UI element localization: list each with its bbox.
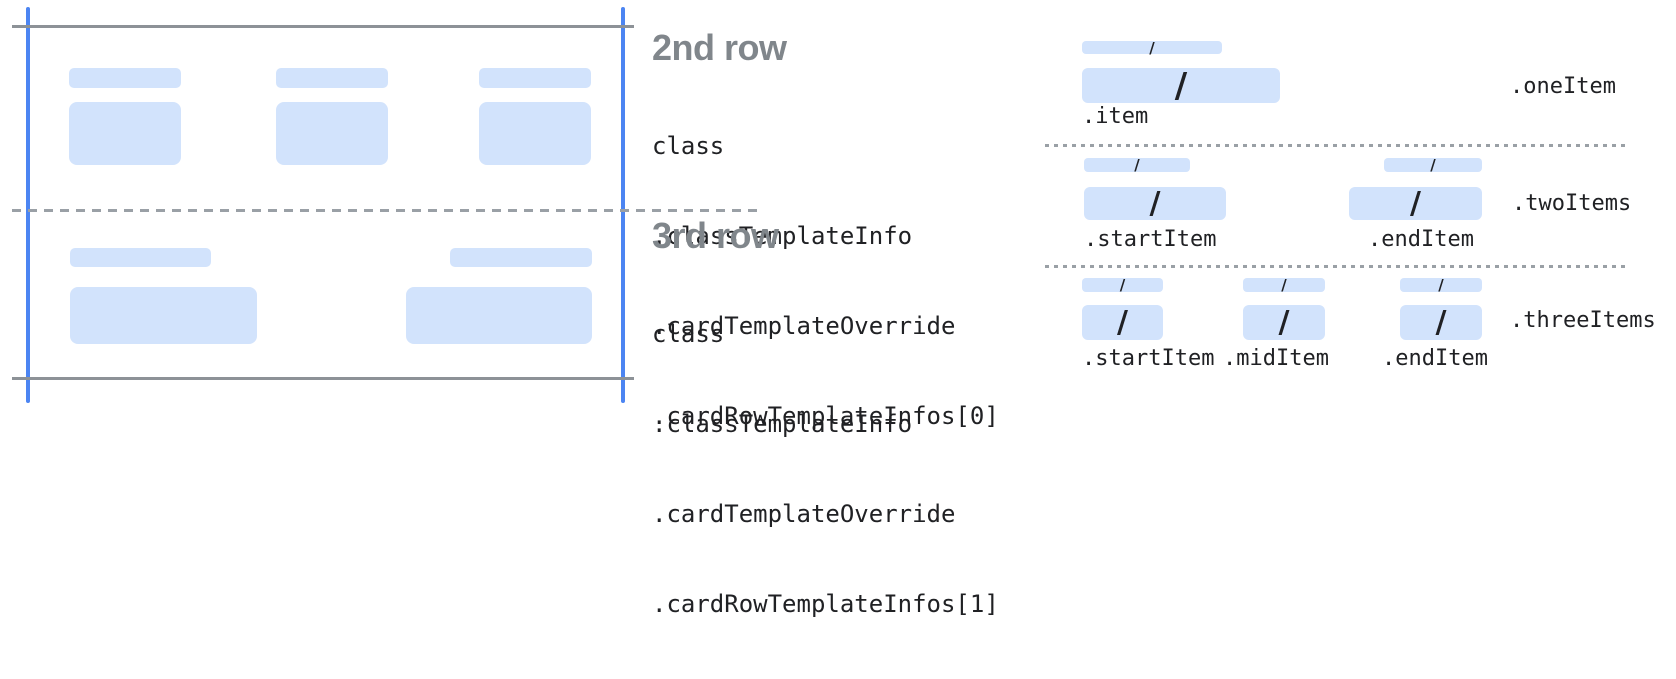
row3-code-path: class .classTemplateInfo .cardTemplateOv… [652, 259, 999, 679]
code-line: .cardTemplateOverride [652, 500, 956, 528]
row-divider-dashed-line [12, 209, 758, 212]
field-value-placeholder [479, 102, 591, 165]
start-item-value-bar: / [1084, 187, 1226, 220]
item-value-bar: / [1082, 68, 1280, 103]
mid-item-value-bar: / [1243, 305, 1325, 340]
end-item-label-bar: / [1384, 158, 1482, 173]
card-right-edge-line [621, 7, 625, 403]
three-items-layout-label: .threeItems [1510, 308, 1656, 333]
code-line: .classTemplateInfo [652, 222, 913, 250]
field-value-placeholder [406, 287, 592, 344]
end-item-value-bar: / [1349, 187, 1482, 220]
item-field-label: .item [1082, 104, 1149, 129]
one-item-layout-label: .oneItem [1510, 74, 1616, 99]
field-label-placeholder [70, 248, 211, 267]
field-label-placeholder [276, 68, 388, 88]
start-item-label-bar: / [1082, 278, 1163, 293]
item-label-bar: / [1082, 40, 1222, 55]
row-bottom-boundary-line [12, 377, 634, 380]
mid-item-label-bar: / [1243, 278, 1325, 293]
field-label-placeholder [450, 248, 592, 267]
code-line: .cardTemplateOverride [652, 312, 956, 340]
layout-divider-dotted-line [1045, 144, 1630, 147]
field-value-placeholder [69, 102, 181, 165]
code-line: .classTemplateInfo [652, 410, 913, 438]
end-item-field-label: .endItem [1368, 227, 1474, 252]
mid-item-field-label: .midItem [1223, 346, 1329, 371]
code-line: .cardRowTemplateInfos[1] [652, 590, 999, 618]
field-label-placeholder [479, 68, 591, 88]
row2-title: 2nd row [652, 27, 787, 68]
end-item-label-bar: / [1400, 278, 1482, 293]
row-top-boundary-line [12, 25, 634, 28]
two-items-layout-label: .twoItems [1512, 191, 1632, 216]
field-value-placeholder [70, 287, 257, 344]
start-item-field-label: .startItem [1084, 227, 1217, 252]
field-label-placeholder [69, 68, 181, 88]
end-item-field-label: .endItem [1382, 346, 1488, 371]
layout-divider-dotted-line [1045, 265, 1630, 268]
code-line: class [652, 320, 725, 348]
start-item-value-bar: / [1082, 305, 1163, 340]
card-left-edge-line [26, 7, 30, 403]
start-item-field-label: .startItem [1082, 346, 1215, 371]
start-item-label-bar: / [1084, 158, 1190, 173]
code-line: class [652, 132, 725, 160]
end-item-value-bar: / [1400, 305, 1482, 340]
field-value-placeholder [276, 102, 388, 165]
row3-title: 3rd row [652, 215, 779, 256]
